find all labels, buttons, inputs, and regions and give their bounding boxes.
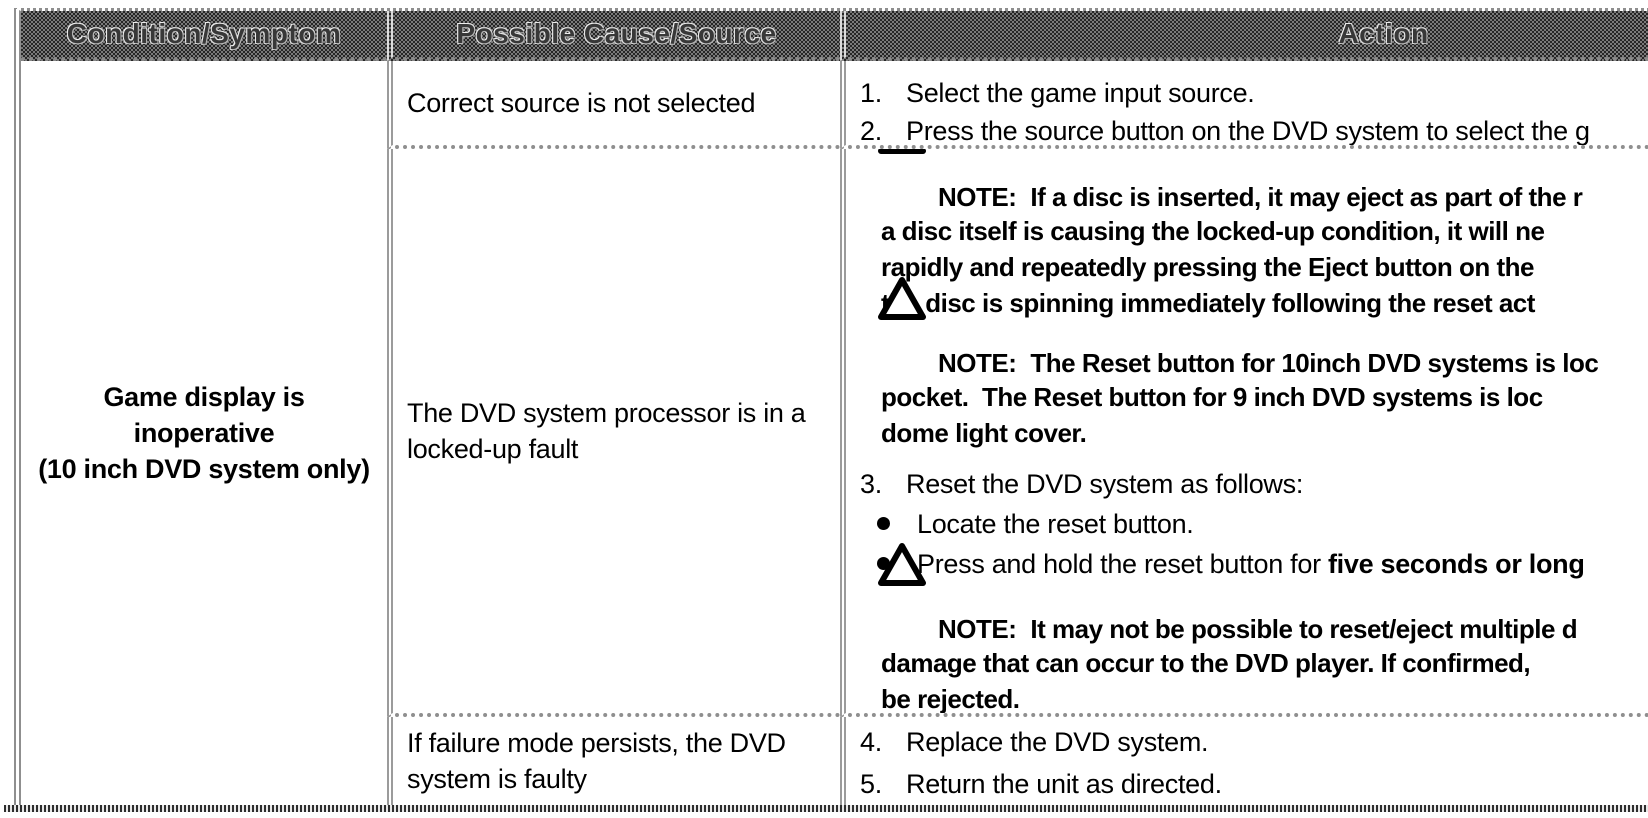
bullet-text-bold: five seconds or long xyxy=(1327,549,1585,579)
bullet-icon xyxy=(877,557,890,570)
note-label: NOTE: xyxy=(938,348,1017,378)
bullet-text-normal: Press and hold the reset button for xyxy=(917,549,1328,579)
cause-text: system is faulty xyxy=(407,764,587,794)
note-text: pocket. The Reset button for 9 inch DVD … xyxy=(881,382,1543,412)
note-block-multiple-discs: NOTE: It may not be possible to reset/ej… xyxy=(860,543,1648,714)
note-text: damage that can occur to the DVD player.… xyxy=(881,648,1531,678)
numbered-step: 3. Reset the DVD system as follows: xyxy=(860,465,1648,503)
cause-text: Correct source is not selected xyxy=(407,88,756,118)
step-text: Return the unit as directed. xyxy=(906,769,1222,799)
cause-text: If failure mode persists, the DVD xyxy=(407,728,786,758)
numbered-step: 4. Replace the DVD system. xyxy=(860,723,1648,761)
note-first-line: NOTE: If a disc is inserted, it may ejec… xyxy=(860,149,1648,213)
cause-text: The DVD system processor is in a xyxy=(407,398,806,428)
step-text: Press the source button on the DVD syste… xyxy=(906,116,1590,146)
cause-cell-locked-up-fault: The DVD system processor is in a locked-… xyxy=(387,149,840,717)
note-text: If a disc is inserted, it may eject as p… xyxy=(1030,182,1583,212)
troubleshooting-table: Condition/Symptom Possible Cause/Source … xyxy=(4,8,1648,812)
column-header-condition-symptom: Condition/Symptom xyxy=(21,11,387,61)
note-first-line: NOTE: The Reset button for 10inch DVD sy… xyxy=(860,277,1648,379)
bullet-icon xyxy=(877,517,890,530)
note-text: be rejected. xyxy=(881,684,1020,714)
cause-cell-system-faulty: If failure mode persists, the DVD system… xyxy=(387,717,840,805)
column-header-action: Action xyxy=(840,11,1648,61)
cause-cell-correct-source: Correct source is not selected xyxy=(387,61,840,149)
note-text: dome light cover. xyxy=(881,418,1087,448)
condition-line: (10 inch DVD system only) xyxy=(38,454,370,484)
action-cell-source-selection: 1. Select the game input source. 2. Pres… xyxy=(840,61,1648,149)
note-label: NOTE: xyxy=(938,182,1017,212)
note-triangle-icon xyxy=(877,214,927,384)
numbered-step: 5. Return the unit as directed. xyxy=(860,765,1648,803)
bullet-item: Locate the reset button. xyxy=(860,505,1648,543)
bullet-item: Press and hold the reset button for five… xyxy=(860,545,1648,583)
bullet-text: Press and hold the reset button for five… xyxy=(917,545,1585,583)
action-cell-reset-procedure: NOTE: If a disc is inserted, it may ejec… xyxy=(840,149,1648,717)
cause-text: locked-up fault xyxy=(407,434,579,464)
note-triangle-icon xyxy=(877,480,927,650)
note-text: the disc is spinning immediately followi… xyxy=(881,288,1535,318)
note-triangle-icon xyxy=(877,149,927,218)
step-number: 1. xyxy=(860,78,882,108)
numbered-step: 1. Select the game input source. xyxy=(860,74,1648,112)
action-cell-replace-unit: 4. Replace the DVD system. 5. Return the… xyxy=(840,717,1648,805)
note-text: It may not be possible to reset/eject mu… xyxy=(1030,614,1578,644)
table-grid: Condition/Symptom Possible Cause/Source … xyxy=(14,8,1648,805)
note-block-reset-button-location: NOTE: The Reset button for 10inch DVD sy… xyxy=(860,277,1648,451)
column-header-possible-cause-source: Possible Cause/Source xyxy=(387,11,840,61)
step-number: 3. xyxy=(860,469,882,499)
condition-line: inoperative xyxy=(133,418,275,448)
table-bottom-border xyxy=(4,805,1648,812)
condition-line: Game display is xyxy=(103,382,305,412)
note-text: a disc itself is causing the locked-up c… xyxy=(881,216,1545,246)
column-header-label: Action xyxy=(1338,18,1429,49)
condition-cell: Game display is inoperative (10 inch DVD… xyxy=(21,61,387,805)
note-label: NOTE: xyxy=(938,614,1017,644)
column-header-label: Possible Cause/Source xyxy=(456,18,777,49)
step-number: 2. xyxy=(860,116,882,146)
step-number: 5. xyxy=(860,769,882,799)
numbered-step: 2. Press the source button on the DVD sy… xyxy=(860,112,1648,146)
note-first-line: NOTE: It may not be possible to reset/ej… xyxy=(860,543,1648,645)
step-number: 4. xyxy=(860,727,882,757)
note-block-disc-eject: NOTE: If a disc is inserted, it may ejec… xyxy=(860,149,1648,321)
note-text: The Reset button for 10inch DVD systems … xyxy=(1030,348,1599,378)
step-text: Replace the DVD system. xyxy=(906,727,1209,757)
step-text: Select the game input source. xyxy=(906,78,1255,108)
column-header-label: Condition/Symptom xyxy=(66,18,342,49)
step-text: Reset the DVD system as follows: xyxy=(906,469,1304,499)
note-text: rapidly and repeatedly pressing the Ejec… xyxy=(881,252,1534,282)
bullet-text: Locate the reset button. xyxy=(917,509,1194,539)
